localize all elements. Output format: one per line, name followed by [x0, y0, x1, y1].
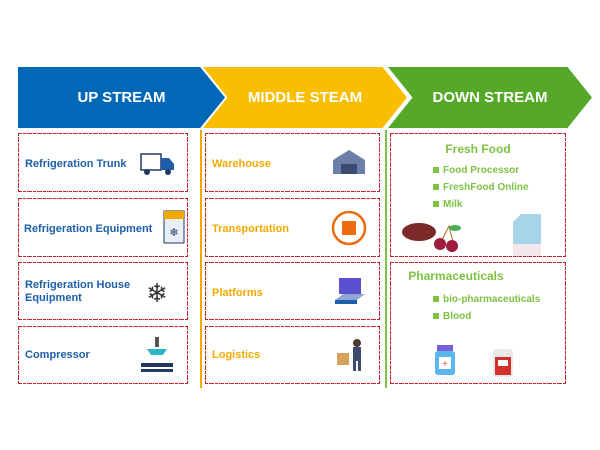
fresh-food-panel: Fresh Food Food Processor FreshFood Onli… [390, 133, 566, 257]
list-item: Blood [433, 311, 540, 322]
middlestream-item: Platforms [205, 262, 380, 320]
truck-icon [140, 153, 174, 175]
list-item: Milk [433, 199, 529, 210]
list-item: bio-pharmaceuticals [433, 294, 540, 305]
delivery-workers-icon [337, 339, 361, 371]
upstream-item: Refrigeration House Equipment ❄ [18, 262, 188, 320]
refrigerator-icon: ❄ [163, 210, 185, 244]
milk-carton-icon [513, 214, 541, 256]
cherry-icon [434, 224, 461, 252]
upstream-item: Compressor [18, 326, 188, 384]
middlestream-item: Logistics [205, 326, 380, 384]
pharmaceuticals-list: bio-pharmaceuticals Blood [433, 294, 540, 328]
ice-icon: ❄ [146, 278, 168, 308]
compressor-icon [141, 337, 173, 372]
item-label: Platforms [212, 287, 263, 299]
item-label: Compressor [25, 349, 90, 361]
upstream-title: UP STREAM [77, 89, 166, 106]
blood-bag-icon [493, 349, 513, 377]
list-item: Food Processor [433, 165, 529, 176]
svg-text:❄: ❄ [169, 227, 178, 239]
svg-text:+: + [442, 359, 448, 370]
downstream-title: DOWN STREAM [432, 89, 548, 106]
divider [200, 130, 202, 388]
warehouse-icon [333, 150, 365, 174]
fresh-food-title: Fresh Food [445, 142, 511, 156]
upstream-item: Refrigeration Trunk [18, 133, 188, 192]
middlestream-header: MIDDLE STEAM [203, 67, 407, 128]
item-label: Warehouse [212, 158, 271, 170]
transport-box-icon [331, 210, 367, 246]
item-label: Refrigeration House Equipment [25, 279, 131, 304]
medicine-bottle-icon: + [435, 345, 455, 375]
meat-icon [402, 223, 436, 241]
svg-text:❄: ❄ [146, 278, 168, 308]
upstream-item: Refrigeration Equipment ❄ [18, 198, 188, 257]
pharmaceuticals-title: Pharmaceuticals [408, 269, 504, 283]
middlestream-item: Warehouse [205, 133, 380, 192]
list-item: FreshFood Online [433, 182, 529, 193]
pharmaceuticals-panel: Pharmaceuticals bio-pharmaceuticals Bloo… [390, 262, 566, 384]
upstream-header: UP STREAM [18, 67, 225, 128]
middlestream-title: MIDDLE STEAM [247, 89, 363, 106]
middlestream-item: Transportation [205, 198, 380, 257]
item-label: Logistics [212, 349, 261, 361]
item-label: Transportation [212, 223, 290, 235]
item-label: Refrigeration Equipment [24, 223, 153, 235]
fresh-food-list: Food Processor FreshFood Online Milk [433, 165, 529, 216]
item-label: Refrigeration Trunk [25, 158, 127, 170]
computer-platform-icon [335, 278, 365, 304]
divider [385, 130, 387, 388]
downstream-header: DOWN STREAM [388, 67, 592, 128]
